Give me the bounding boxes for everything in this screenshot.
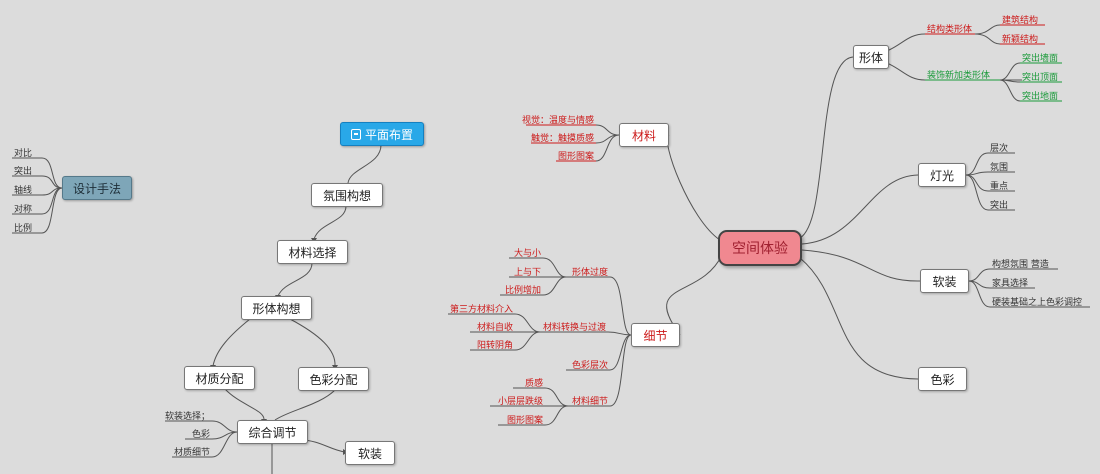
xijie-item: 质感 (524, 378, 543, 389)
xijie-item: 比例增加 (504, 285, 541, 296)
xijie-item: 材料自收 (476, 322, 513, 333)
dengguang-item: 氛围 (990, 162, 1009, 173)
design-method-node[interactable]: 设计手法 (62, 176, 132, 200)
ruanzhuang-item: 构想氛围 营造 (992, 259, 1049, 270)
xijie-group-label: 形体过度 (571, 267, 608, 278)
xingti-structure-item: 新颖结构 (1002, 34, 1039, 45)
design-item: 比例 (14, 223, 33, 234)
dengguang-item: 层次 (990, 143, 1009, 154)
center-node[interactable]: 空间体验 (718, 230, 802, 266)
ruanzhuang-item: 硬装基础之上色彩调控 (992, 297, 1083, 308)
flow-plan-node[interactable]: 平面布置 (340, 122, 424, 146)
xijie-item: 图形图案 (506, 415, 543, 426)
design-item: 突出 (14, 166, 33, 177)
flow-atmosphere-node[interactable]: 氛围构想 (311, 183, 383, 207)
design-item: 对比 (14, 148, 33, 159)
xingti-decor-label: 装饰新加类形体 (927, 70, 991, 81)
xingti-decor-item: 突出顶面 (1022, 72, 1059, 83)
xingti-decor-item: 突出墙面 (1022, 53, 1059, 64)
design-item: 对称 (14, 204, 33, 215)
xijie-item: 小层层跌级 (497, 396, 543, 407)
xingti-structure-label: 结构类形体 (927, 24, 973, 35)
flow-material-node[interactable]: 材料选择 (277, 240, 348, 264)
xingti-decor-item: 突出地面 (1022, 91, 1059, 102)
flow-combine-node[interactable]: 综合调节 (237, 420, 308, 444)
dengguang-item: 突出 (990, 200, 1009, 211)
cailiao-item: 触觉：触摸质感 (530, 133, 594, 144)
branch-dengguang[interactable]: 灯光 (918, 163, 966, 187)
flow-color-node[interactable]: 色彩分配 (298, 367, 369, 391)
xingti-structure-item: 建筑结构 (1002, 15, 1039, 26)
combine-item: 软装选择； (164, 411, 210, 422)
flow-plan-label: 平面布置 (364, 127, 413, 142)
ruanzhuang-item: 家具选择 (992, 278, 1029, 289)
combine-item: 材质细节 (173, 447, 210, 458)
design-item: 轴线 (14, 185, 33, 196)
branch-xijie[interactable]: 细节 (631, 323, 680, 347)
cailiao-item: 图形图案 (557, 151, 594, 162)
xijie-group-label: 材料转换与过渡 (542, 322, 606, 333)
flow-texture-node[interactable]: 材质分配 (184, 366, 255, 390)
xijie-item: 阳转阴角 (476, 340, 513, 351)
xijie-item: 上与下 (513, 267, 541, 278)
flow-form-node[interactable]: 形体构想 (241, 296, 312, 320)
cailiao-item: 视觉：温度与情感 (521, 115, 594, 126)
xijie-item: 大与小 (513, 248, 541, 259)
branch-cailiao[interactable]: 材料 (619, 123, 669, 147)
branch-xingti[interactable]: 形体 (853, 45, 889, 69)
branch-ruanzhuang[interactable]: 软装 (920, 269, 969, 293)
flow-soft-node[interactable]: 软装 (345, 441, 395, 465)
branch-secai[interactable]: 色彩 (918, 367, 967, 391)
xijie-group-label: 色彩层次 (571, 360, 608, 371)
combine-item: 色彩 (191, 429, 210, 440)
xijie-group-label: 材料细节 (571, 396, 608, 407)
plan-icon (350, 128, 361, 140)
xijie-item: 第三方材料介入 (449, 304, 513, 315)
dengguang-item: 重点 (990, 181, 1009, 192)
